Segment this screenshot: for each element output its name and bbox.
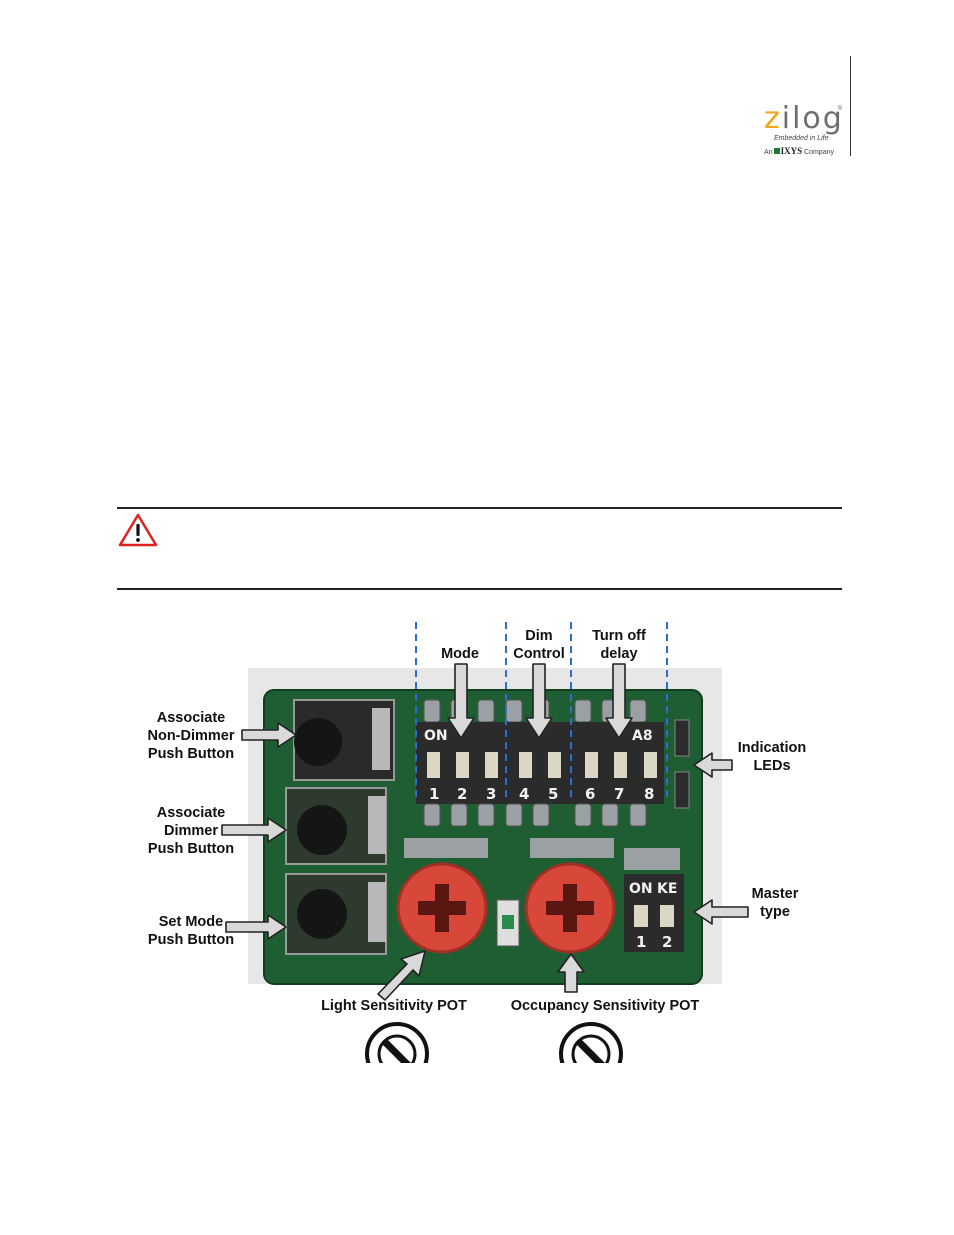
prohibited-icon-right [559, 1022, 623, 1063]
button-dimmer [285, 787, 387, 865]
callout-arrows [221, 663, 749, 1001]
arrow-master-type [693, 899, 749, 925]
label-dim-control-line2: Control [513, 646, 565, 662]
indication-led-1 [674, 719, 690, 757]
button-non-dimmer [293, 699, 395, 781]
dip-switch-toggles [427, 752, 657, 778]
master-number: 2 [662, 933, 672, 951]
label-indication-line2: LEDs [753, 758, 790, 774]
header-divider [850, 56, 851, 156]
arrow-light-pot [377, 950, 426, 1001]
warning-triangle-icon [118, 513, 158, 547]
light-sensitivity-pot [396, 838, 488, 954]
dip-number: 7 [614, 785, 624, 803]
caution-bottom-rule [117, 588, 842, 590]
master-brand-mark: KE [657, 881, 677, 897]
arrow-set-mode [225, 914, 287, 940]
arrow-non-dimmer [241, 722, 297, 748]
label-master-line1: Master [752, 886, 799, 902]
label-light-pot: Light Sensitivity POT [321, 998, 467, 1014]
dip-number: 3 [486, 785, 496, 803]
dip-switch-master [624, 848, 684, 952]
label-assoc-dimmer-line3: Push Button [148, 841, 234, 857]
label-turn-off-line2: delay [600, 646, 637, 662]
dip-on-label: ON [424, 728, 448, 744]
dip-number: 2 [457, 785, 467, 803]
logo-wordmark: zilog [764, 101, 844, 136]
dip-bottom-pins [423, 803, 647, 827]
dip-switch-numbers: 1 2 3 4 5 6 7 8 [429, 785, 654, 803]
label-occupancy-pot: Occupancy Sensitivity POT [511, 998, 700, 1014]
logo-tagline: Embedded in Life [774, 135, 829, 142]
label-set-mode-line2: Push Button [148, 932, 234, 948]
prohibited-icon-left [365, 1022, 429, 1063]
label-assoc-non-dimmer-line1: Associate [157, 710, 226, 726]
label-assoc-non-dimmer-line3: Push Button [148, 746, 234, 762]
dip-number: 8 [644, 785, 654, 803]
dip-number: 6 [585, 785, 595, 803]
label-assoc-dimmer-line1: Associate [157, 805, 226, 821]
label-assoc-dimmer-line2: Dimmer [164, 823, 218, 839]
label-turn-off-line1: Turn off [592, 628, 646, 644]
indication-led-2 [674, 771, 690, 809]
dip-number: 4 [519, 785, 529, 803]
dip-number: 1 [429, 785, 439, 803]
master-number: 1 [636, 933, 646, 951]
occupancy-sensitivity-pot [524, 838, 616, 954]
registered-mark: ® [837, 106, 842, 112]
dip-number: 5 [548, 785, 558, 803]
label-set-mode-line1: Set Mode [159, 914, 223, 930]
label-mode: Mode [441, 646, 479, 662]
master-on-label: ON [629, 881, 653, 897]
label-assoc-non-dimmer-line2: Non-Dimmer [147, 728, 234, 744]
arrow-turn-off-delay [605, 663, 633, 739]
switch-group-dividers [415, 622, 668, 800]
arrow-occupancy-pot [557, 953, 585, 993]
button-set-mode [285, 873, 387, 955]
arrow-dim-control [525, 663, 553, 739]
arrow-dimmer [221, 817, 287, 843]
label-dim-control-line1: Dim [525, 628, 552, 644]
label-master-line2: type [760, 904, 790, 920]
arrow-indication-leds [693, 752, 733, 778]
arrow-mode [447, 663, 475, 739]
dip-brand-mark: A8 [632, 728, 653, 744]
label-indication-line1: Indication [738, 740, 806, 756]
ixys-square-icon [773, 148, 780, 154]
caution-top-rule [117, 507, 842, 509]
